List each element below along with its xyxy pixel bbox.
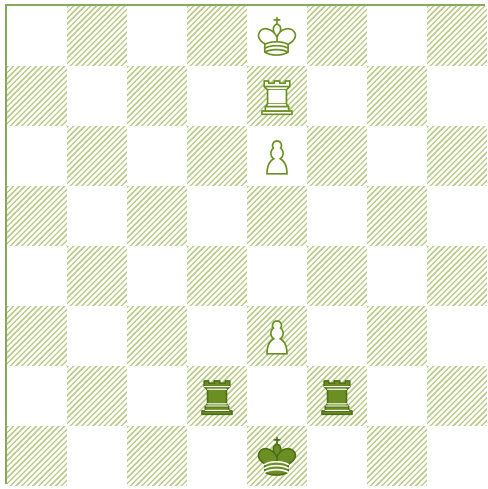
square-g3[interactable] <box>367 306 427 366</box>
square-e1[interactable] <box>247 426 307 486</box>
square-c6[interactable] <box>127 126 187 186</box>
square-c7[interactable] <box>127 66 187 126</box>
square-g6[interactable] <box>367 126 427 186</box>
square-c3[interactable] <box>127 306 187 366</box>
white-pawn-icon[interactable] <box>247 126 307 186</box>
square-h3[interactable] <box>427 306 487 366</box>
square-f2[interactable] <box>307 366 367 426</box>
square-b1[interactable] <box>67 426 127 486</box>
square-g5[interactable] <box>367 186 427 246</box>
square-c5[interactable] <box>127 186 187 246</box>
chess-board <box>5 4 485 484</box>
black-rook-icon[interactable] <box>307 366 367 426</box>
square-b7[interactable] <box>67 66 127 126</box>
square-a5[interactable] <box>7 186 67 246</box>
square-f8[interactable] <box>307 6 367 66</box>
white-pawn-icon[interactable] <box>247 306 307 366</box>
white-king-icon[interactable] <box>247 6 307 66</box>
square-b3[interactable] <box>67 306 127 366</box>
square-b4[interactable] <box>67 246 127 306</box>
square-f6[interactable] <box>307 126 367 186</box>
square-d4[interactable] <box>187 246 247 306</box>
square-h8[interactable] <box>427 6 487 66</box>
square-g4[interactable] <box>367 246 427 306</box>
square-h7[interactable] <box>427 66 487 126</box>
white-rook-icon[interactable] <box>247 66 307 126</box>
black-king-icon[interactable] <box>247 426 307 486</box>
square-h4[interactable] <box>427 246 487 306</box>
square-e8[interactable] <box>247 6 307 66</box>
square-g8[interactable] <box>367 6 427 66</box>
square-g2[interactable] <box>367 366 427 426</box>
square-h6[interactable] <box>427 126 487 186</box>
square-f1[interactable] <box>307 426 367 486</box>
square-d5[interactable] <box>187 186 247 246</box>
square-b8[interactable] <box>67 6 127 66</box>
square-h2[interactable] <box>427 366 487 426</box>
square-a3[interactable] <box>7 306 67 366</box>
square-a7[interactable] <box>7 66 67 126</box>
square-g7[interactable] <box>367 66 427 126</box>
square-g1[interactable] <box>367 426 427 486</box>
square-d7[interactable] <box>187 66 247 126</box>
square-d1[interactable] <box>187 426 247 486</box>
square-d3[interactable] <box>187 306 247 366</box>
square-a6[interactable] <box>7 126 67 186</box>
square-e2[interactable] <box>247 366 307 426</box>
square-a2[interactable] <box>7 366 67 426</box>
square-d2[interactable] <box>187 366 247 426</box>
square-b6[interactable] <box>67 126 127 186</box>
square-h1[interactable] <box>427 426 487 486</box>
square-c4[interactable] <box>127 246 187 306</box>
square-e3[interactable] <box>247 306 307 366</box>
square-e4[interactable] <box>247 246 307 306</box>
square-h5[interactable] <box>427 186 487 246</box>
black-rook-icon[interactable] <box>187 366 247 426</box>
square-f7[interactable] <box>307 66 367 126</box>
square-f3[interactable] <box>307 306 367 366</box>
square-e6[interactable] <box>247 126 307 186</box>
square-a1[interactable] <box>7 426 67 486</box>
square-c8[interactable] <box>127 6 187 66</box>
square-f4[interactable] <box>307 246 367 306</box>
square-d6[interactable] <box>187 126 247 186</box>
square-e7[interactable] <box>247 66 307 126</box>
square-a4[interactable] <box>7 246 67 306</box>
square-f5[interactable] <box>307 186 367 246</box>
square-c1[interactable] <box>127 426 187 486</box>
square-a8[interactable] <box>7 6 67 66</box>
square-c2[interactable] <box>127 366 187 426</box>
square-d8[interactable] <box>187 6 247 66</box>
square-e5[interactable] <box>247 186 307 246</box>
square-b5[interactable] <box>67 186 127 246</box>
square-b2[interactable] <box>67 366 127 426</box>
